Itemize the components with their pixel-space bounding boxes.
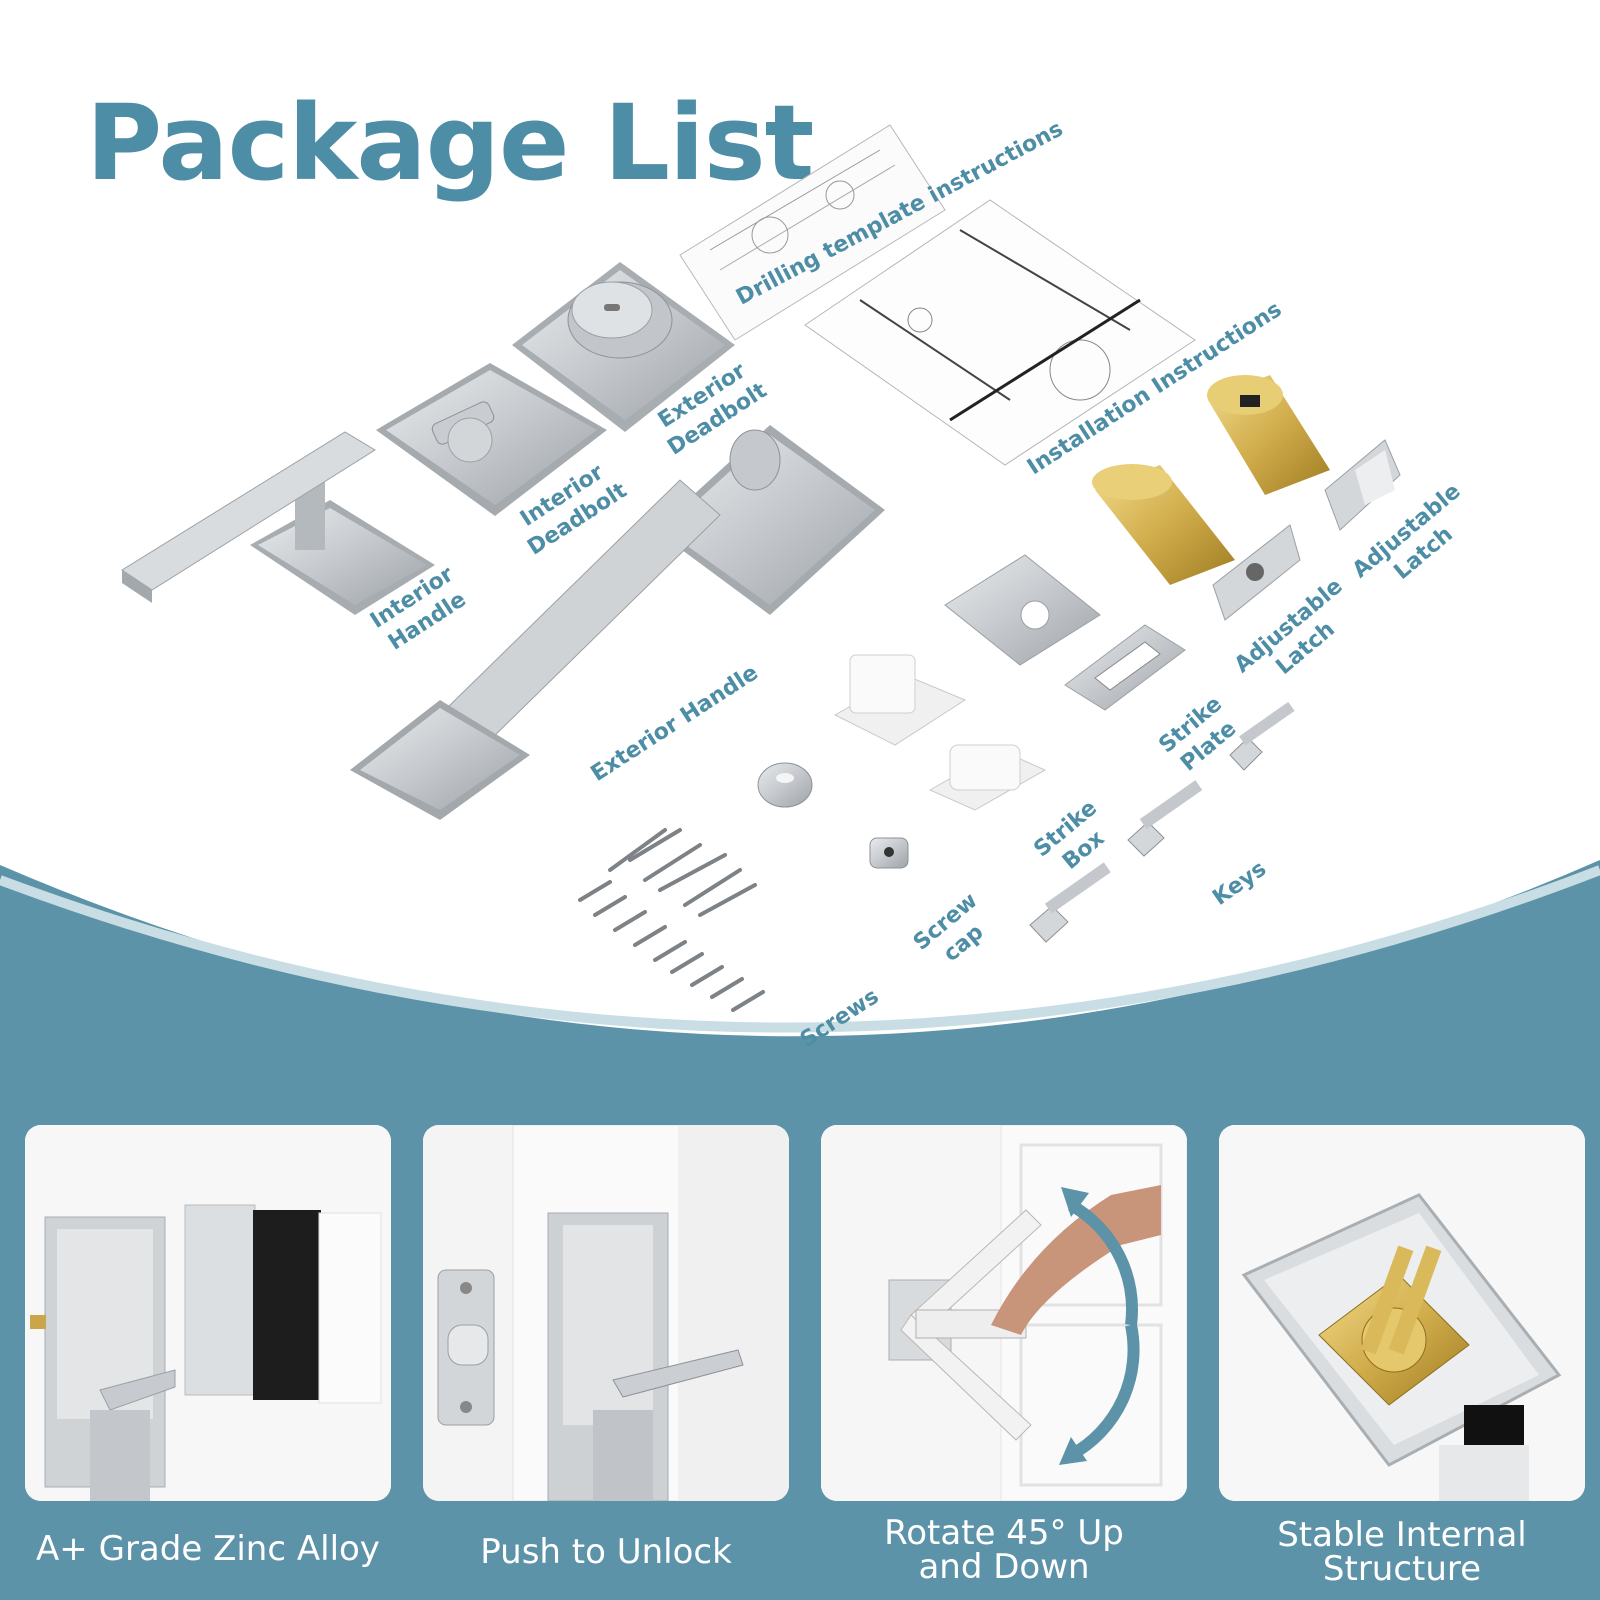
exterior-handle [350, 425, 885, 820]
strike-plate [1064, 624, 1186, 711]
feature-card-push-unlock [423, 1125, 789, 1501]
key-3 [1029, 862, 1111, 943]
caption-zinc-alloy: A+ Grade Zinc Alloy [18, 1532, 398, 1566]
screw-cap-round [757, 762, 813, 808]
caption-internal-structure-line1: Stable Internal [1277, 1515, 1527, 1555]
internal-structure-image [1219, 1125, 1585, 1501]
exterior-deadbolt [512, 262, 735, 432]
caption-push-unlock-line1: Push to Unlock [480, 1532, 732, 1572]
zinc-alloy-image [25, 1125, 391, 1501]
screws [578, 828, 765, 1012]
caption-rotate: Rotate 45° Up and Down [814, 1516, 1194, 1584]
strike-box-upper [833, 654, 967, 746]
key-1 [1229, 701, 1295, 771]
installation-instructions-sheet [804, 199, 1196, 466]
caption-internal-structure: Stable Internal Structure [1212, 1518, 1592, 1586]
caption-rotate-line2: and Down [918, 1547, 1090, 1587]
drilling-template-sheet [679, 124, 946, 341]
caption-rotate-line1: Rotate 45° Up [884, 1513, 1124, 1553]
screw-cap-square [869, 837, 909, 869]
adjustable-latch-lower [1092, 464, 1301, 621]
caption-push-unlock: Push to Unlock [416, 1535, 796, 1569]
feature-card-zinc-alloy [25, 1125, 391, 1501]
page-title: Package List [86, 82, 814, 204]
strike-box-lower [928, 744, 1047, 811]
interior-deadbolt [376, 363, 607, 516]
adjustable-latch-upper [1207, 375, 1401, 531]
rotate-image [821, 1125, 1187, 1501]
key-2 [1127, 780, 1203, 857]
feature-card-internal-structure [1219, 1125, 1585, 1501]
strike-plate-large [944, 554, 1101, 666]
package-items-illustration [121, 124, 1401, 1012]
caption-zinc-alloy-line1: A+ Grade Zinc Alloy [36, 1529, 380, 1569]
feature-card-rotate [821, 1125, 1187, 1501]
interior-handle [121, 431, 435, 615]
push-unlock-image [423, 1125, 789, 1501]
caption-internal-structure-line2: Structure [1322, 1549, 1482, 1589]
